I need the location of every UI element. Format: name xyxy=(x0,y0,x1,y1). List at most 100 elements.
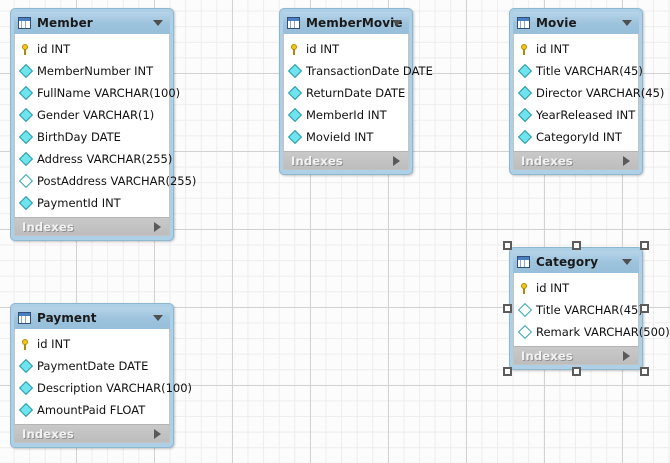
column-list: id INT PaymentDate DATE Description VARCHA… xyxy=(14,329,192,424)
diamond-open-icon xyxy=(519,304,532,317)
column-row[interactable]: MemberId INT xyxy=(284,104,408,126)
table-icon xyxy=(18,312,31,324)
column-row[interactable]: Remark VARCHAR(500) xyxy=(514,321,670,343)
table-icon xyxy=(517,17,530,29)
resize-handle-sw[interactable] xyxy=(503,367,512,376)
diamond-icon xyxy=(20,65,33,78)
resize-handle-s[interactable] xyxy=(571,367,581,376)
column-label: TransactionDate DATE xyxy=(306,63,433,78)
entity-table-member[interactable]: Member id INT MemberNumber INT FullName VAR… xyxy=(10,8,196,241)
indexes-label: Indexes xyxy=(291,153,343,168)
diamond-icon xyxy=(20,382,33,395)
column-label: FullName VARCHAR(100) xyxy=(37,85,181,100)
column-row[interactable]: MemberNumber INT xyxy=(15,60,169,82)
entity-table-movie[interactable]: Movie id INT Title VARCHAR(45) Director VAR… xyxy=(509,8,664,175)
table-header[interactable]: Member xyxy=(14,12,170,34)
column-row[interactable]: PaymentDate DATE xyxy=(15,355,169,377)
column-row[interactable]: ReturnDate DATE xyxy=(284,82,408,104)
column-row[interactable]: id INT xyxy=(15,333,169,355)
column-list: id INT MemberNumber INT FullName VARCHAR(1… xyxy=(14,34,196,217)
indexes-label: Indexes xyxy=(22,426,74,441)
column-row[interactable]: id INT xyxy=(514,38,638,60)
column-row[interactable]: TransactionDate DATE xyxy=(284,60,433,82)
column-row[interactable]: id INT xyxy=(15,38,169,60)
chevron-down-icon[interactable] xyxy=(622,20,632,26)
column-row[interactable]: Title VARCHAR(45) xyxy=(514,299,643,321)
indexes-section[interactable]: Indexes xyxy=(513,151,639,170)
column-list: id INT Title VARCHAR(45) Director VARCHAR(… xyxy=(513,34,664,151)
diamond-icon xyxy=(289,131,302,144)
table-icon xyxy=(287,17,300,29)
column-row[interactable]: Address VARCHAR(255) xyxy=(15,148,172,170)
column-row[interactable]: Description VARCHAR(100) xyxy=(15,377,192,399)
column-row[interactable]: BirthDay DATE xyxy=(15,126,169,148)
chevron-right-icon[interactable] xyxy=(154,428,161,439)
column-label: id INT xyxy=(37,336,71,351)
table-header[interactable]: Movie xyxy=(513,12,639,34)
column-label: AmountPaid FLOAT xyxy=(37,402,146,417)
resize-handle-n[interactable] xyxy=(571,241,581,250)
diamond-icon xyxy=(289,87,302,100)
column-row[interactable]: id INT xyxy=(284,38,408,60)
indexes-section[interactable]: Indexes xyxy=(283,151,409,170)
entity-table-payment[interactable]: Payment id INT PaymentDate DATE Description… xyxy=(10,303,192,448)
diamond-icon xyxy=(519,65,532,78)
column-row[interactable]: CategoryId INT xyxy=(514,126,638,148)
table-header[interactable]: Category xyxy=(513,251,639,273)
resize-handle-se[interactable] xyxy=(640,367,649,376)
indexes-label: Indexes xyxy=(22,219,74,234)
indexes-section[interactable]: Indexes xyxy=(14,217,170,236)
table-title: Member xyxy=(37,16,93,30)
column-label: PaymentDate DATE xyxy=(37,358,149,373)
table-icon xyxy=(18,17,31,29)
column-row[interactable]: Gender VARCHAR(1) xyxy=(15,104,169,126)
column-label: MemberId INT xyxy=(306,107,387,122)
resize-handle-ne[interactable] xyxy=(640,241,649,250)
chevron-right-icon[interactable] xyxy=(393,155,400,166)
column-label: MemberNumber INT xyxy=(37,63,154,78)
column-label: CategoryId INT xyxy=(536,129,622,144)
column-row[interactable]: FullName VARCHAR(100) xyxy=(15,82,180,104)
entity-table-membermovie[interactable]: MemberMovie id INT TransactionDate DATE Ret… xyxy=(279,8,433,175)
column-row[interactable]: id INT xyxy=(514,277,638,299)
column-list: id INT TransactionDate DATE ReturnDate DAT… xyxy=(283,34,433,151)
column-row[interactable]: MovieId INT xyxy=(284,126,408,148)
column-row[interactable]: AmountPaid FLOAT xyxy=(15,399,169,421)
diamond-icon xyxy=(20,153,33,166)
chevron-right-icon[interactable] xyxy=(623,350,630,361)
indexes-section[interactable]: Indexes xyxy=(513,346,639,365)
diamond-icon xyxy=(20,360,33,373)
chevron-right-icon[interactable] xyxy=(154,221,161,232)
column-label: Description VARCHAR(100) xyxy=(37,380,193,395)
chevron-right-icon[interactable] xyxy=(623,155,630,166)
chevron-down-icon[interactable] xyxy=(153,20,163,26)
column-label: Title VARCHAR(45) xyxy=(536,63,643,78)
column-row[interactable]: PostAddress VARCHAR(255) xyxy=(15,170,196,192)
key-icon xyxy=(289,43,302,56)
key-icon xyxy=(519,282,532,295)
resize-handle-e[interactable] xyxy=(640,304,649,313)
resize-handle-nw[interactable] xyxy=(503,241,512,250)
key-icon xyxy=(519,43,532,56)
table-header[interactable]: MemberMovie xyxy=(283,12,409,34)
chevron-down-icon[interactable] xyxy=(622,259,632,265)
indexes-section[interactable]: Indexes xyxy=(14,424,170,443)
table-title: MemberMovie xyxy=(306,16,403,30)
chevron-down-icon[interactable] xyxy=(153,315,163,321)
diamond-icon xyxy=(519,131,532,144)
column-row[interactable]: YearReleased INT xyxy=(514,104,638,126)
column-label: YearReleased INT xyxy=(536,107,636,122)
column-row[interactable]: Director VARCHAR(45) xyxy=(514,82,664,104)
table-header[interactable]: Payment xyxy=(14,307,170,329)
chevron-down-icon[interactable] xyxy=(392,20,402,26)
column-row[interactable]: Title VARCHAR(45) xyxy=(514,60,643,82)
column-label: Gender VARCHAR(1) xyxy=(37,107,155,122)
column-label: id INT xyxy=(306,41,340,56)
resize-handle-w[interactable] xyxy=(503,304,512,313)
column-label: id INT xyxy=(536,41,570,56)
column-label: id INT xyxy=(37,41,71,56)
column-row[interactable]: PaymentId INT xyxy=(15,192,169,214)
